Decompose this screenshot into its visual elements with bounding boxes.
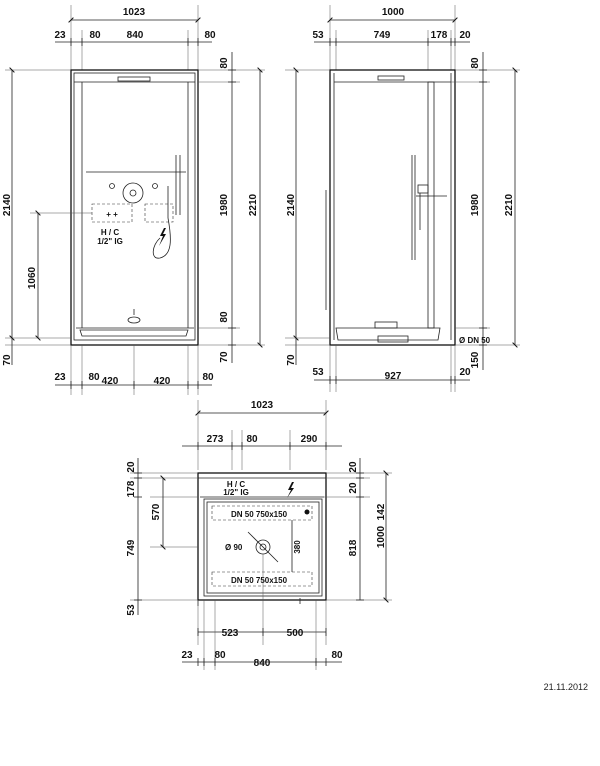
front-dim-top-total: 1023	[123, 7, 146, 18]
plan-dim-bottom-b: 500	[287, 628, 304, 639]
front-dim-bottom-a: 80	[88, 372, 100, 383]
front-dim-top-inner: 840	[127, 30, 144, 41]
side-dim-left-total: 2140	[286, 193, 297, 216]
plan-dim-left-top: 20	[126, 461, 137, 473]
side-dim-bottom-left: 53	[312, 367, 324, 378]
front-ig-label: 1/2" IG	[97, 237, 123, 246]
plan-dim-left-d: 53	[126, 604, 137, 616]
side-dim-right-top: 80	[470, 57, 481, 69]
side-dim-bottom-mid: 927	[385, 371, 402, 382]
front-mixer-circle	[122, 182, 144, 204]
plan-dim-right-c: 818	[348, 539, 359, 556]
plan-dim-top-total: 1023	[251, 400, 274, 411]
plan-dim-bottom2-c: 840	[254, 658, 271, 669]
plan-dim-left-a: 178	[126, 480, 137, 497]
front-dim-left-mid: 1060	[27, 266, 38, 289]
side-dim-top-total: 1000	[382, 7, 405, 18]
side-dim-top-right: 20	[459, 30, 471, 41]
front-cabin-inner	[73, 72, 196, 341]
front-plus-label: + +	[106, 210, 118, 219]
drawing-date: 21.11.2012	[544, 682, 588, 692]
front-dim-bottom-c: 420	[154, 376, 171, 387]
front-dim-bottom-left: 23	[54, 372, 66, 383]
side-dim-right-inner: 1980	[470, 193, 481, 216]
plan-dim-inner-380: 380	[293, 540, 302, 554]
plan-drain-top-label: DN 50 750x150	[231, 510, 288, 519]
front-dim-left-total: 2140	[2, 193, 13, 216]
plan-dim-bottom2-d: 80	[331, 650, 343, 661]
plan-dim-top-b: 80	[246, 434, 258, 445]
plan-drain-top	[211, 505, 313, 521]
front-ceiling-light	[117, 76, 151, 82]
side-dim-top-b: 178	[431, 30, 448, 41]
side-dim-top-a: 749	[374, 30, 391, 41]
plan-hc-label: H / C	[227, 480, 245, 489]
plan-view: 1023 273 80 290 H / C 1/2" IG DN 50 750x…	[126, 400, 392, 670]
plan-dim-left-c: 749	[126, 539, 137, 556]
front-dim-right-inner: 1980	[219, 193, 230, 216]
side-view: 1000 53 749 178 20 Ø DN 50	[285, 5, 520, 392]
plan-dim-right-top: 20	[348, 461, 359, 473]
front-dim-right-bottom: 80	[219, 311, 230, 323]
front-dim-top-right: 80	[204, 30, 216, 41]
front-dim-right-total: 2210	[248, 193, 259, 216]
plan-cabin-outline	[197, 472, 327, 601]
front-dim-top-a: 80	[89, 30, 101, 41]
front-valve-left	[109, 183, 115, 189]
front-dim-right-base: 70	[219, 351, 230, 363]
plan-dim-left-b: 570	[151, 503, 162, 520]
side-technical-column	[427, 81, 435, 329]
side-cabin-outline	[329, 69, 456, 346]
front-dim-top-left: 23	[54, 30, 66, 41]
front-dim-bottom-right: 80	[202, 372, 214, 383]
plan-drain-bottom	[211, 571, 313, 587]
front-shower-tray	[79, 329, 189, 337]
plan-dim-bottom2-a: 23	[181, 650, 193, 661]
plan-lightning-icon	[287, 482, 294, 498]
side-dim-right-bottom: 150	[470, 351, 481, 368]
side-dim-left-base: 70	[286, 354, 297, 366]
plan-dim-bottom2-b: 80	[214, 650, 226, 661]
front-view: 1023 23 80 840 80 + +	[2, 5, 265, 395]
plan-dim-bottom-a: 523	[222, 628, 239, 639]
plan-dim-right-b: 142	[376, 503, 387, 520]
lightning-icon	[159, 228, 166, 246]
side-dim-top-left: 53	[312, 30, 324, 41]
plan-ig-label: 1/2" IG	[223, 488, 249, 497]
front-shower-hose	[152, 217, 171, 259]
front-valve-right	[152, 183, 158, 189]
side-dim-right-total: 2210	[504, 193, 515, 216]
front-drain	[127, 316, 141, 324]
side-drain-label: Ø DN 50	[459, 336, 491, 345]
front-dim-left-base: 70	[2, 354, 13, 366]
side-drain	[374, 321, 398, 329]
side-shower-tray	[335, 327, 441, 341]
plan-dim-top-c: 290	[301, 434, 318, 445]
front-hc-label: H / C	[101, 228, 119, 237]
plan-dim-right-d: 1000	[376, 525, 387, 548]
plan-diameter-label: Ø 90	[225, 543, 243, 552]
plan-dim-top-a: 273	[207, 434, 224, 445]
front-cabin-outline	[70, 69, 199, 346]
plan-dim-right-a: 20	[348, 482, 359, 494]
side-ceiling-light	[377, 75, 405, 81]
front-dim-bottom-b: 420	[102, 376, 119, 387]
front-electrical-box	[144, 203, 174, 223]
plan-drain-bottom-label: DN 50 750x150	[231, 576, 288, 585]
side-dim-bottom-right: 20	[459, 367, 471, 378]
front-dim-right-top: 80	[219, 57, 230, 69]
